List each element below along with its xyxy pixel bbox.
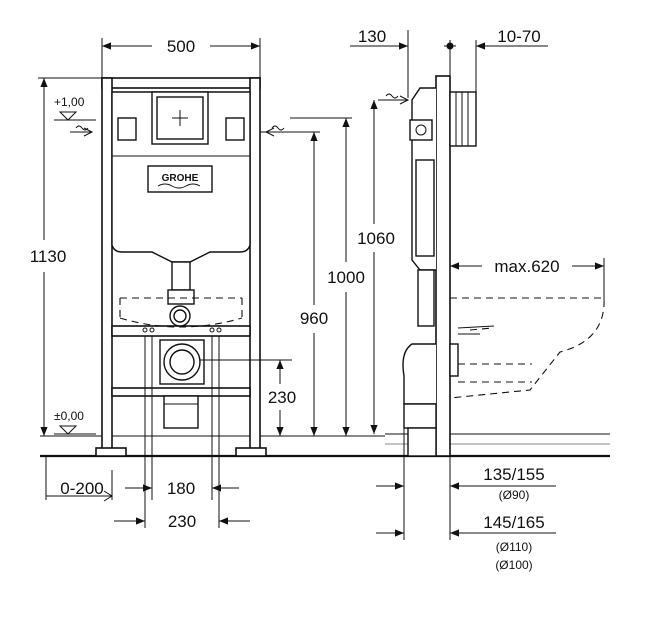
depth-145-165-dimension: 145/165 xyxy=(483,513,544,532)
water-inlet-right xyxy=(264,125,290,137)
level-bottom: ±0,00 xyxy=(54,409,84,423)
level-top: +1,00 xyxy=(54,95,85,109)
cistern-tank: GROHE xyxy=(111,91,251,327)
width-dimension: 500 xyxy=(167,37,195,56)
offset-dimension: 0-200 xyxy=(60,479,103,498)
water-inlet-left xyxy=(70,125,94,137)
grohe-logo: GROHE xyxy=(162,173,199,184)
cistern-side xyxy=(378,87,459,457)
bowl-outline-front xyxy=(119,297,243,328)
height-960-dimension: 960 xyxy=(300,309,328,328)
bowl-outline-side xyxy=(449,297,605,399)
frame-profile-side xyxy=(435,75,451,457)
spacing-180-dimension: 180 xyxy=(167,479,195,498)
height-1060-dimension: 1060 xyxy=(357,229,395,248)
height-dimension: 1130 xyxy=(30,247,67,266)
diameter-90-label: (Ø90) xyxy=(499,488,530,502)
diameter-100-label: (Ø100) xyxy=(495,558,532,572)
diameter-110-label: (Ø110) xyxy=(496,540,532,554)
outlet-height-dimension: 230 xyxy=(268,388,296,407)
front-view: GROHE xyxy=(30,37,385,531)
depth-135-155-dimension: 135/155 xyxy=(483,465,544,484)
spacing-230-dimension: 230 xyxy=(168,512,196,531)
wall-gap-dimension: 10-70 xyxy=(497,27,540,46)
level-bottom-marker xyxy=(54,425,96,435)
side-view: 130 10-70 1060 max.620 135/155 (Ø90) 145… xyxy=(350,27,610,572)
max-projection-dimension: max.620 xyxy=(494,257,559,276)
depth-130-dimension: 130 xyxy=(358,27,386,46)
height-1000-dimension: 1000 xyxy=(327,268,365,287)
drain-elbow xyxy=(142,327,222,429)
level-top-marker xyxy=(54,111,96,121)
